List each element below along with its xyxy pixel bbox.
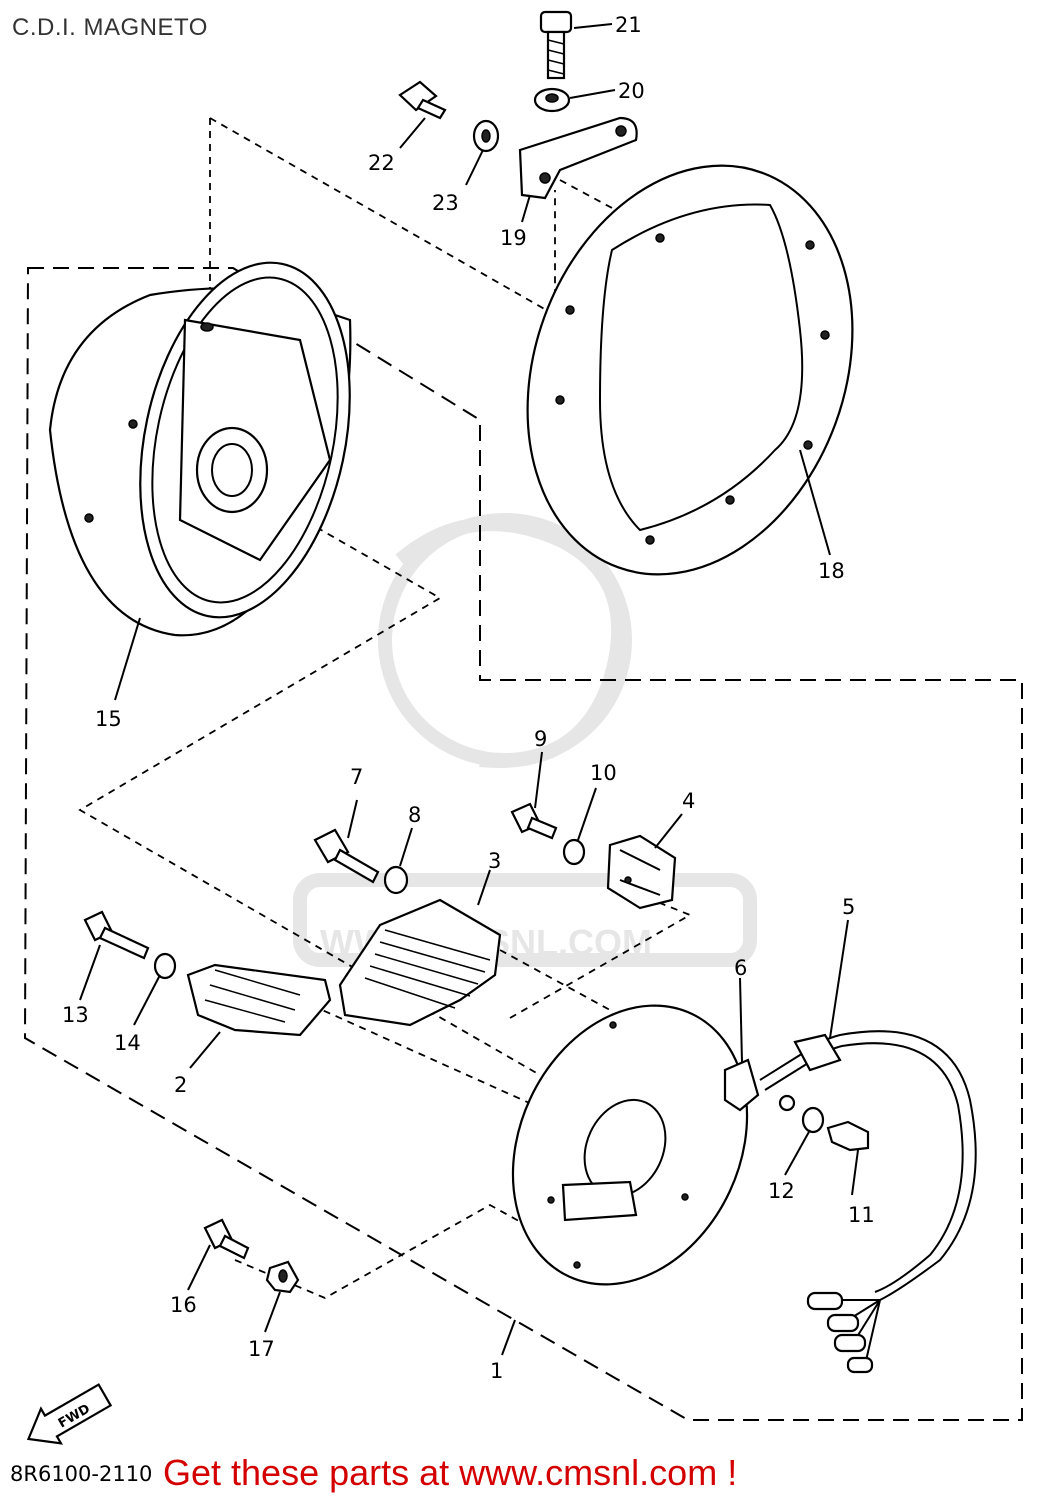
part-label-23: 23 — [432, 191, 459, 215]
washer-20 — [533, 87, 571, 113]
part-label-7: 7 — [350, 765, 363, 789]
washer-12 — [801, 1106, 825, 1134]
lead-wire-5 — [759, 1030, 977, 1374]
part-label-22: 22 — [368, 151, 395, 175]
fwd-arrow-icon: FWD — [26, 1383, 113, 1445]
bracket-19 — [518, 116, 638, 200]
charging-coil-2 — [186, 963, 332, 1037]
nut-17 — [265, 1260, 300, 1294]
part-label-4: 4 — [682, 789, 695, 813]
part-label-8: 8 — [408, 803, 421, 827]
bolt-21 — [539, 10, 573, 80]
promo-link[interactable]: Get these parts at www.cmsnl.com ! — [163, 1452, 738, 1493]
bolt-7 — [313, 828, 380, 884]
part-label-20: 20 — [618, 79, 645, 103]
page-title: C.D.I. MAGNETO — [12, 14, 208, 41]
guide-lines — [78, 117, 693, 1300]
part-label-6: 6 — [734, 956, 747, 980]
watermark-logo: WWW.CMSNL.COM — [293, 513, 757, 967]
part-label-2: 2 — [174, 1073, 187, 1097]
gasket-18 — [526, 164, 854, 576]
part-label-1: 1 — [490, 1359, 503, 1383]
washer-8 — [383, 865, 409, 895]
part-label-17: 17 — [248, 1337, 275, 1361]
part-label-3: 3 — [488, 849, 501, 873]
screw-11 — [826, 1120, 870, 1152]
part-label-18: 18 — [818, 559, 845, 583]
washer-14 — [153, 952, 177, 980]
part-labels: 21 20 22 23 19 18 15 9 7 10 4 8 3 5 6 13… — [62, 13, 875, 1383]
leader-lines — [79, 23, 859, 1356]
part-label-13: 13 — [62, 1003, 89, 1027]
part-label-14: 14 — [114, 1031, 141, 1055]
clamp-6 — [723, 1058, 796, 1112]
rotor-15 — [48, 261, 352, 637]
part-label-12: 12 — [768, 1179, 795, 1203]
diagram-part-code: 8R6100-2110 — [10, 1462, 153, 1486]
part-label-10: 10 — [590, 761, 617, 785]
source-coil-3 — [338, 898, 502, 1027]
screw-13 — [83, 910, 150, 960]
stator-plate-1 — [511, 1004, 749, 1286]
bolt-9 — [510, 802, 558, 840]
bolt-22 — [398, 80, 447, 120]
part-label-19: 19 — [500, 226, 527, 250]
part-label-15: 15 — [95, 707, 122, 731]
part-label-5: 5 — [842, 895, 855, 919]
part-label-21: 21 — [615, 13, 642, 37]
nut-23 — [472, 119, 500, 153]
pickup-coil-4 — [606, 834, 677, 910]
washer-10 — [562, 838, 586, 866]
part-label-9: 9 — [534, 727, 547, 751]
part-label-11: 11 — [848, 1203, 875, 1227]
part-label-16: 16 — [170, 1293, 197, 1317]
bolt-16 — [203, 1218, 250, 1260]
